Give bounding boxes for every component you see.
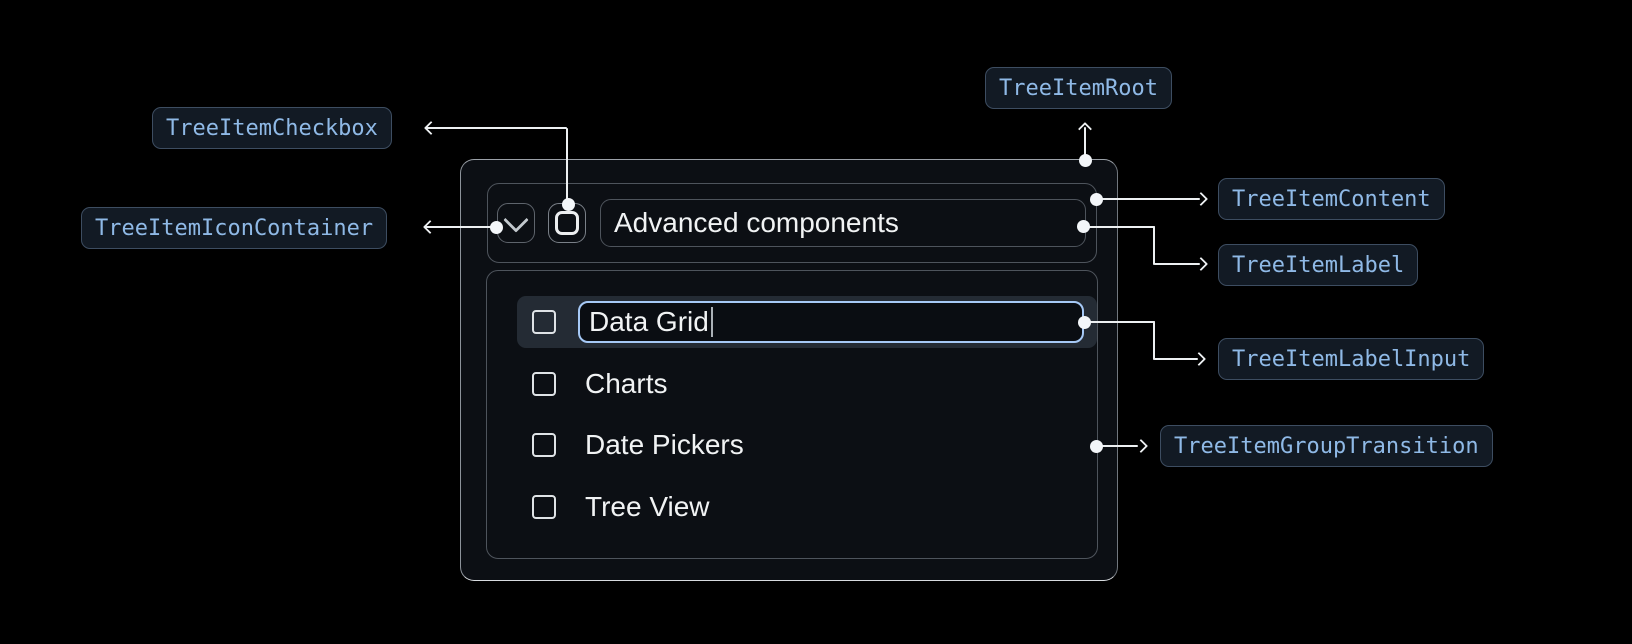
checkbox-unchecked-icon[interactable]	[532, 310, 556, 334]
annotation-tree-item-checkbox: TreeItemCheckbox	[152, 107, 392, 149]
label-edit-input[interactable]: Data Grid	[578, 301, 1084, 343]
tree-row-label: Tree View	[585, 491, 710, 522]
arrowhead-right-icon	[1191, 351, 1207, 367]
arrowhead-right-icon	[1193, 191, 1209, 207]
connector-line	[425, 225, 496, 229]
checkbox-unchecked-icon[interactable]	[532, 495, 556, 519]
annotation-tree-item-icon-container: TreeItemIconContainer	[81, 207, 388, 249]
annotation-tree-item-label: TreeItemLabel	[1218, 244, 1419, 286]
annotation-tree-item-label-input: TreeItemLabelInput	[1218, 338, 1485, 380]
anchor-dot	[561, 197, 575, 211]
anchor-dot	[1077, 315, 1091, 329]
checkbox-unchecked-icon[interactable]	[532, 433, 556, 457]
anchor-dot	[1089, 439, 1103, 453]
chevron-down-icon	[503, 206, 529, 233]
text-cursor	[710, 307, 714, 337]
tree-item-group-box	[486, 270, 1098, 559]
parent-label: Advanced components	[614, 207, 899, 238]
expand-collapse-button[interactable]	[497, 203, 535, 243]
tree-row-tree-view[interactable]: Tree View	[517, 482, 1095, 532]
arrowhead-up-icon	[1077, 121, 1093, 137]
label-edit-input-value: Data Grid	[589, 306, 709, 337]
checkbox-unchecked-icon	[555, 211, 579, 235]
tree-row-label: Date Pickers	[585, 429, 744, 460]
anchor-dot	[489, 220, 503, 234]
anchor-dot	[1078, 153, 1092, 167]
connector-line	[1152, 226, 1156, 265]
connector-line	[426, 126, 567, 130]
arrowhead-left-icon	[423, 120, 439, 135]
connector-line	[1084, 320, 1155, 324]
tree-item-content-box	[487, 183, 1097, 263]
tree-row-label: Charts	[585, 368, 668, 399]
connector-line	[1096, 197, 1200, 201]
arrowhead-right-icon	[1133, 438, 1149, 454]
anchor-dot	[1076, 219, 1090, 233]
annotation-tree-item-content: TreeItemContent	[1218, 178, 1445, 220]
annotation-tree-item-root: TreeItemRoot	[985, 67, 1172, 109]
connector-line	[1083, 225, 1155, 229]
connector-line	[565, 128, 569, 205]
checkbox-unchecked-icon[interactable]	[532, 372, 556, 396]
tree-item-root-box	[460, 159, 1118, 581]
connector-line	[1154, 262, 1200, 266]
arrowhead-left-icon	[422, 219, 438, 235]
connector-line	[1154, 357, 1198, 361]
tree-item-label-box[interactable]: Advanced components	[600, 199, 1086, 247]
connector-line	[1152, 321, 1156, 360]
annotation-tree-item-group-transition: TreeItemGroupTransition	[1160, 425, 1493, 467]
connector-line	[1083, 127, 1087, 160]
connector-line	[1096, 444, 1138, 448]
arrowhead-right-icon	[1193, 256, 1209, 271]
anchor-dot	[1089, 192, 1103, 206]
tree-row-date-pickers[interactable]: Date Pickers	[517, 420, 1095, 470]
tree-row-charts[interactable]: Charts	[517, 359, 1095, 409]
